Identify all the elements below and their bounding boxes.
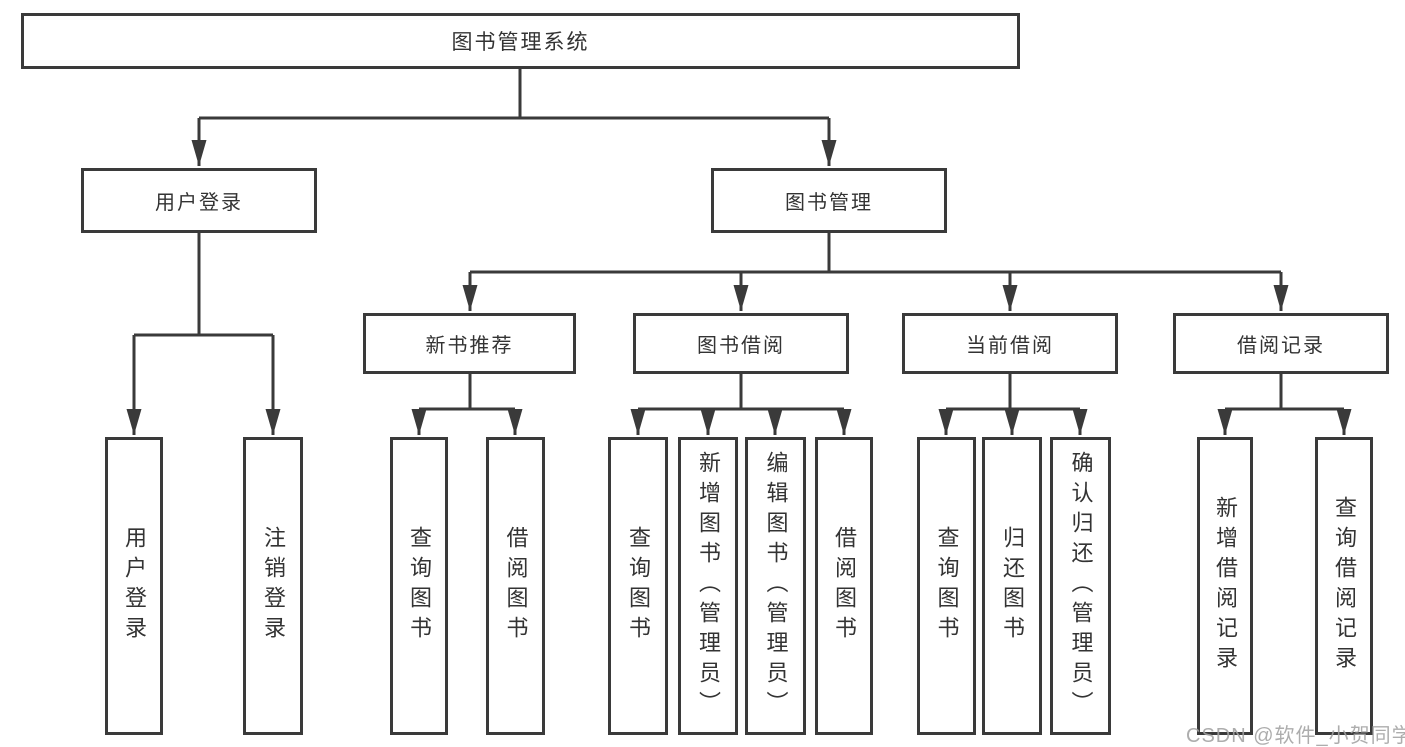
node-new-book-recommend: 新书推荐 (363, 313, 576, 374)
leaf-add-books-admin-label: 新增图书（管理员） (696, 451, 721, 721)
leaf-edit-books-admin-label: 编辑图书（管理员） (763, 451, 789, 721)
node-current-borrow: 当前借阅 (902, 313, 1118, 374)
leaf-add-books-admin: 新增图书（管理员） (678, 437, 738, 735)
leaf-return-books: 归还图书 (982, 437, 1042, 735)
leaf-confirm-return-admin-label: 确认归还（管理员） (1068, 451, 1094, 721)
leaf-query-borrow-record: 查询借阅记录 (1315, 437, 1373, 735)
leaf-return-books-label: 归还图书 (1000, 526, 1025, 646)
leaf-query-books-recommend-label: 查询图书 (407, 526, 432, 646)
leaf-query-books-borrow: 查询图书 (608, 437, 668, 735)
leaf-logout-label: 注销登录 (261, 526, 286, 646)
leaf-query-borrow-record-label: 查询借阅记录 (1332, 496, 1357, 676)
leaf-add-borrow-record-label: 新增借阅记录 (1213, 496, 1238, 676)
leaf-borrow-books-label: 借阅图书 (832, 526, 857, 646)
leaf-query-books-current: 查询图书 (917, 437, 976, 735)
node-user-login: 用户登录 (81, 168, 317, 233)
node-library-management-system: 图书管理系统 (21, 13, 1020, 69)
leaf-add-borrow-record: 新增借阅记录 (1197, 437, 1253, 735)
leaf-query-books-recommend: 查询图书 (390, 437, 448, 735)
node-borrow-records: 借阅记录 (1173, 313, 1389, 374)
leaf-borrow-books: 借阅图书 (815, 437, 873, 735)
leaf-query-books-current-label: 查询图书 (934, 526, 960, 646)
leaf-logout: 注销登录 (243, 437, 303, 735)
leaf-query-books-borrow-label: 查询图书 (626, 526, 651, 646)
leaf-borrow-books-recommend: 借阅图书 (486, 437, 545, 735)
leaf-user-login: 用户登录 (105, 437, 163, 735)
csdn-watermark: CSDN @软件_小贺同学 (1186, 725, 1405, 747)
leaf-edit-books-admin: 编辑图书（管理员） (745, 437, 806, 735)
node-book-management: 图书管理 (711, 168, 947, 233)
leaf-borrow-books-recommend-label: 借阅图书 (503, 526, 529, 646)
node-book-borrow: 图书借阅 (633, 313, 849, 374)
leaf-user-login-label: 用户登录 (122, 526, 147, 646)
leaf-confirm-return-admin: 确认归还（管理员） (1050, 437, 1111, 735)
